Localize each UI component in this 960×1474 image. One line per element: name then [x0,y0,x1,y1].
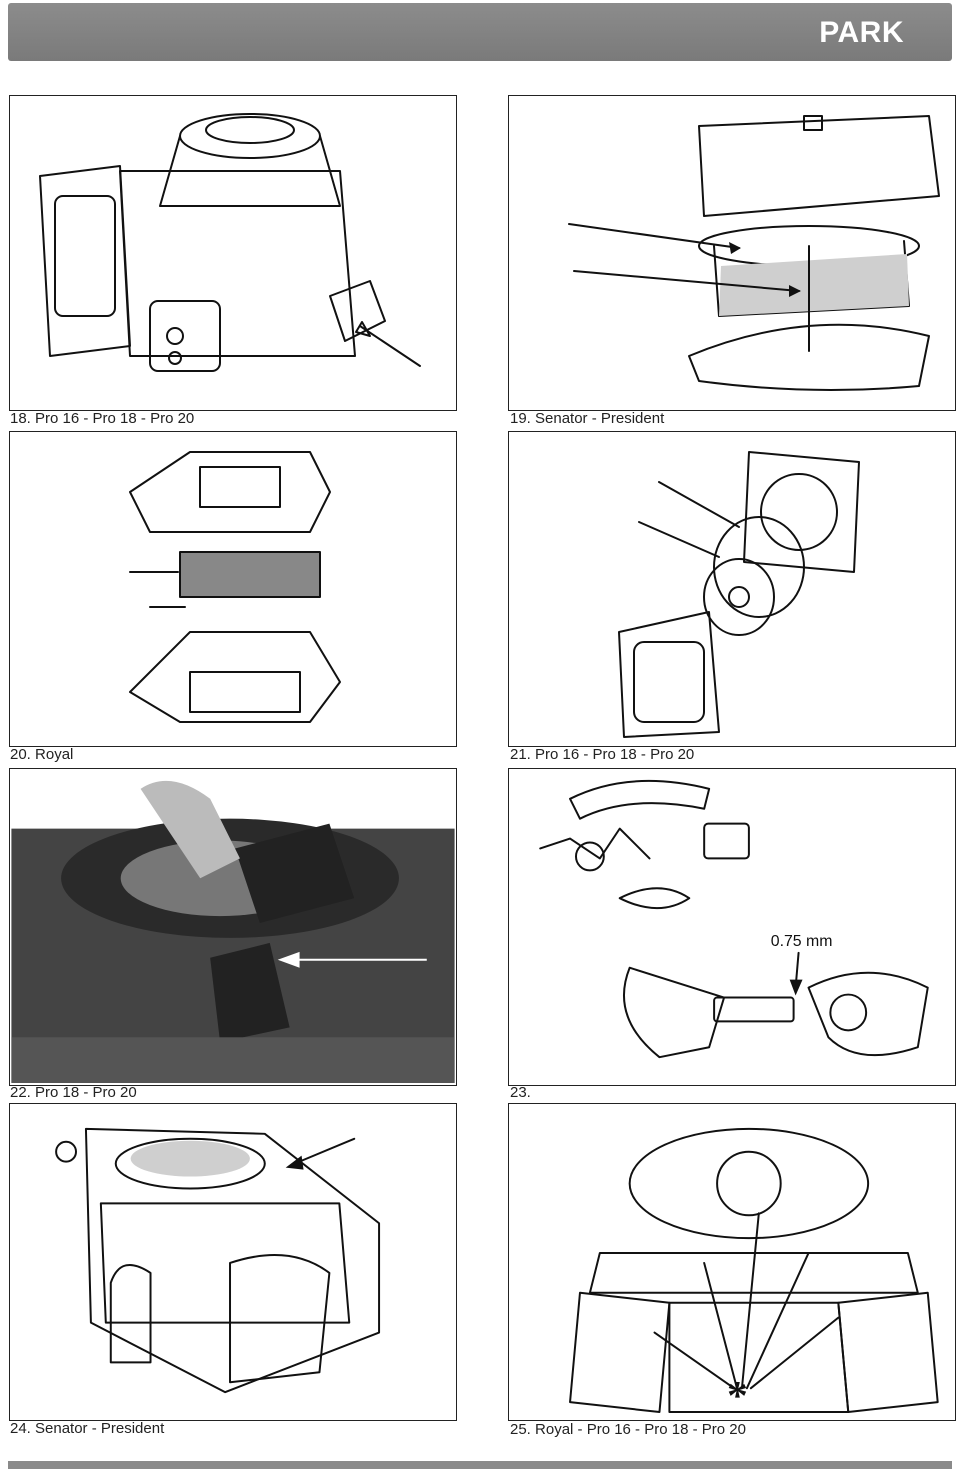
header-bar: PARK [8,3,952,61]
figure-22-illustration [9,768,457,1086]
figure-23-caption: 23. [510,1084,531,1101]
spark-plug-gap-drawing: 0.75 mm [539,779,929,1059]
figure-23-illustration: 0.75 mm [508,768,956,1086]
cylinder-head-bolts-drawing: * [569,1127,939,1418]
figure-20-illustration [9,431,457,747]
figure-18-illustration [9,95,457,411]
gap-measurement: 0.75 mm [771,933,833,950]
footer-bar [8,1461,952,1469]
figure-18-caption: 18. Pro 16 - Pro 18 - Pro 20 [10,410,195,427]
figure-25-caption: 25. Royal - Pro 16 - Pro 18 - Pro 20 [510,1421,746,1438]
royal-air-filter-drawing [129,451,341,723]
page-title: PARK [819,16,904,49]
engine-air-filter-drawing [39,113,421,372]
figure-19-caption: 19. Senator - President [510,410,665,427]
bolt-mark-asterisk: * [727,1373,748,1418]
round-air-filter-drawing [618,451,860,738]
figure-21-caption: 21. Pro 16 - Pro 18 - Pro 20 [510,746,695,763]
filter-removal-photo [11,769,455,1083]
engine-cooling-fins-drawing [55,1127,381,1394]
figure-25-illustration: * [508,1103,956,1421]
air-filter-cover-drawing [568,115,940,391]
figure-20-caption: 20. Royal [10,746,74,763]
figure-24-illustration [9,1103,457,1421]
figure-22-caption: 22. Pro 18 - Pro 20 [10,1084,137,1101]
figure-21-illustration [508,431,956,747]
figure-19-illustration [508,95,956,411]
figure-24-caption: 24. Senator - President [10,1420,165,1437]
